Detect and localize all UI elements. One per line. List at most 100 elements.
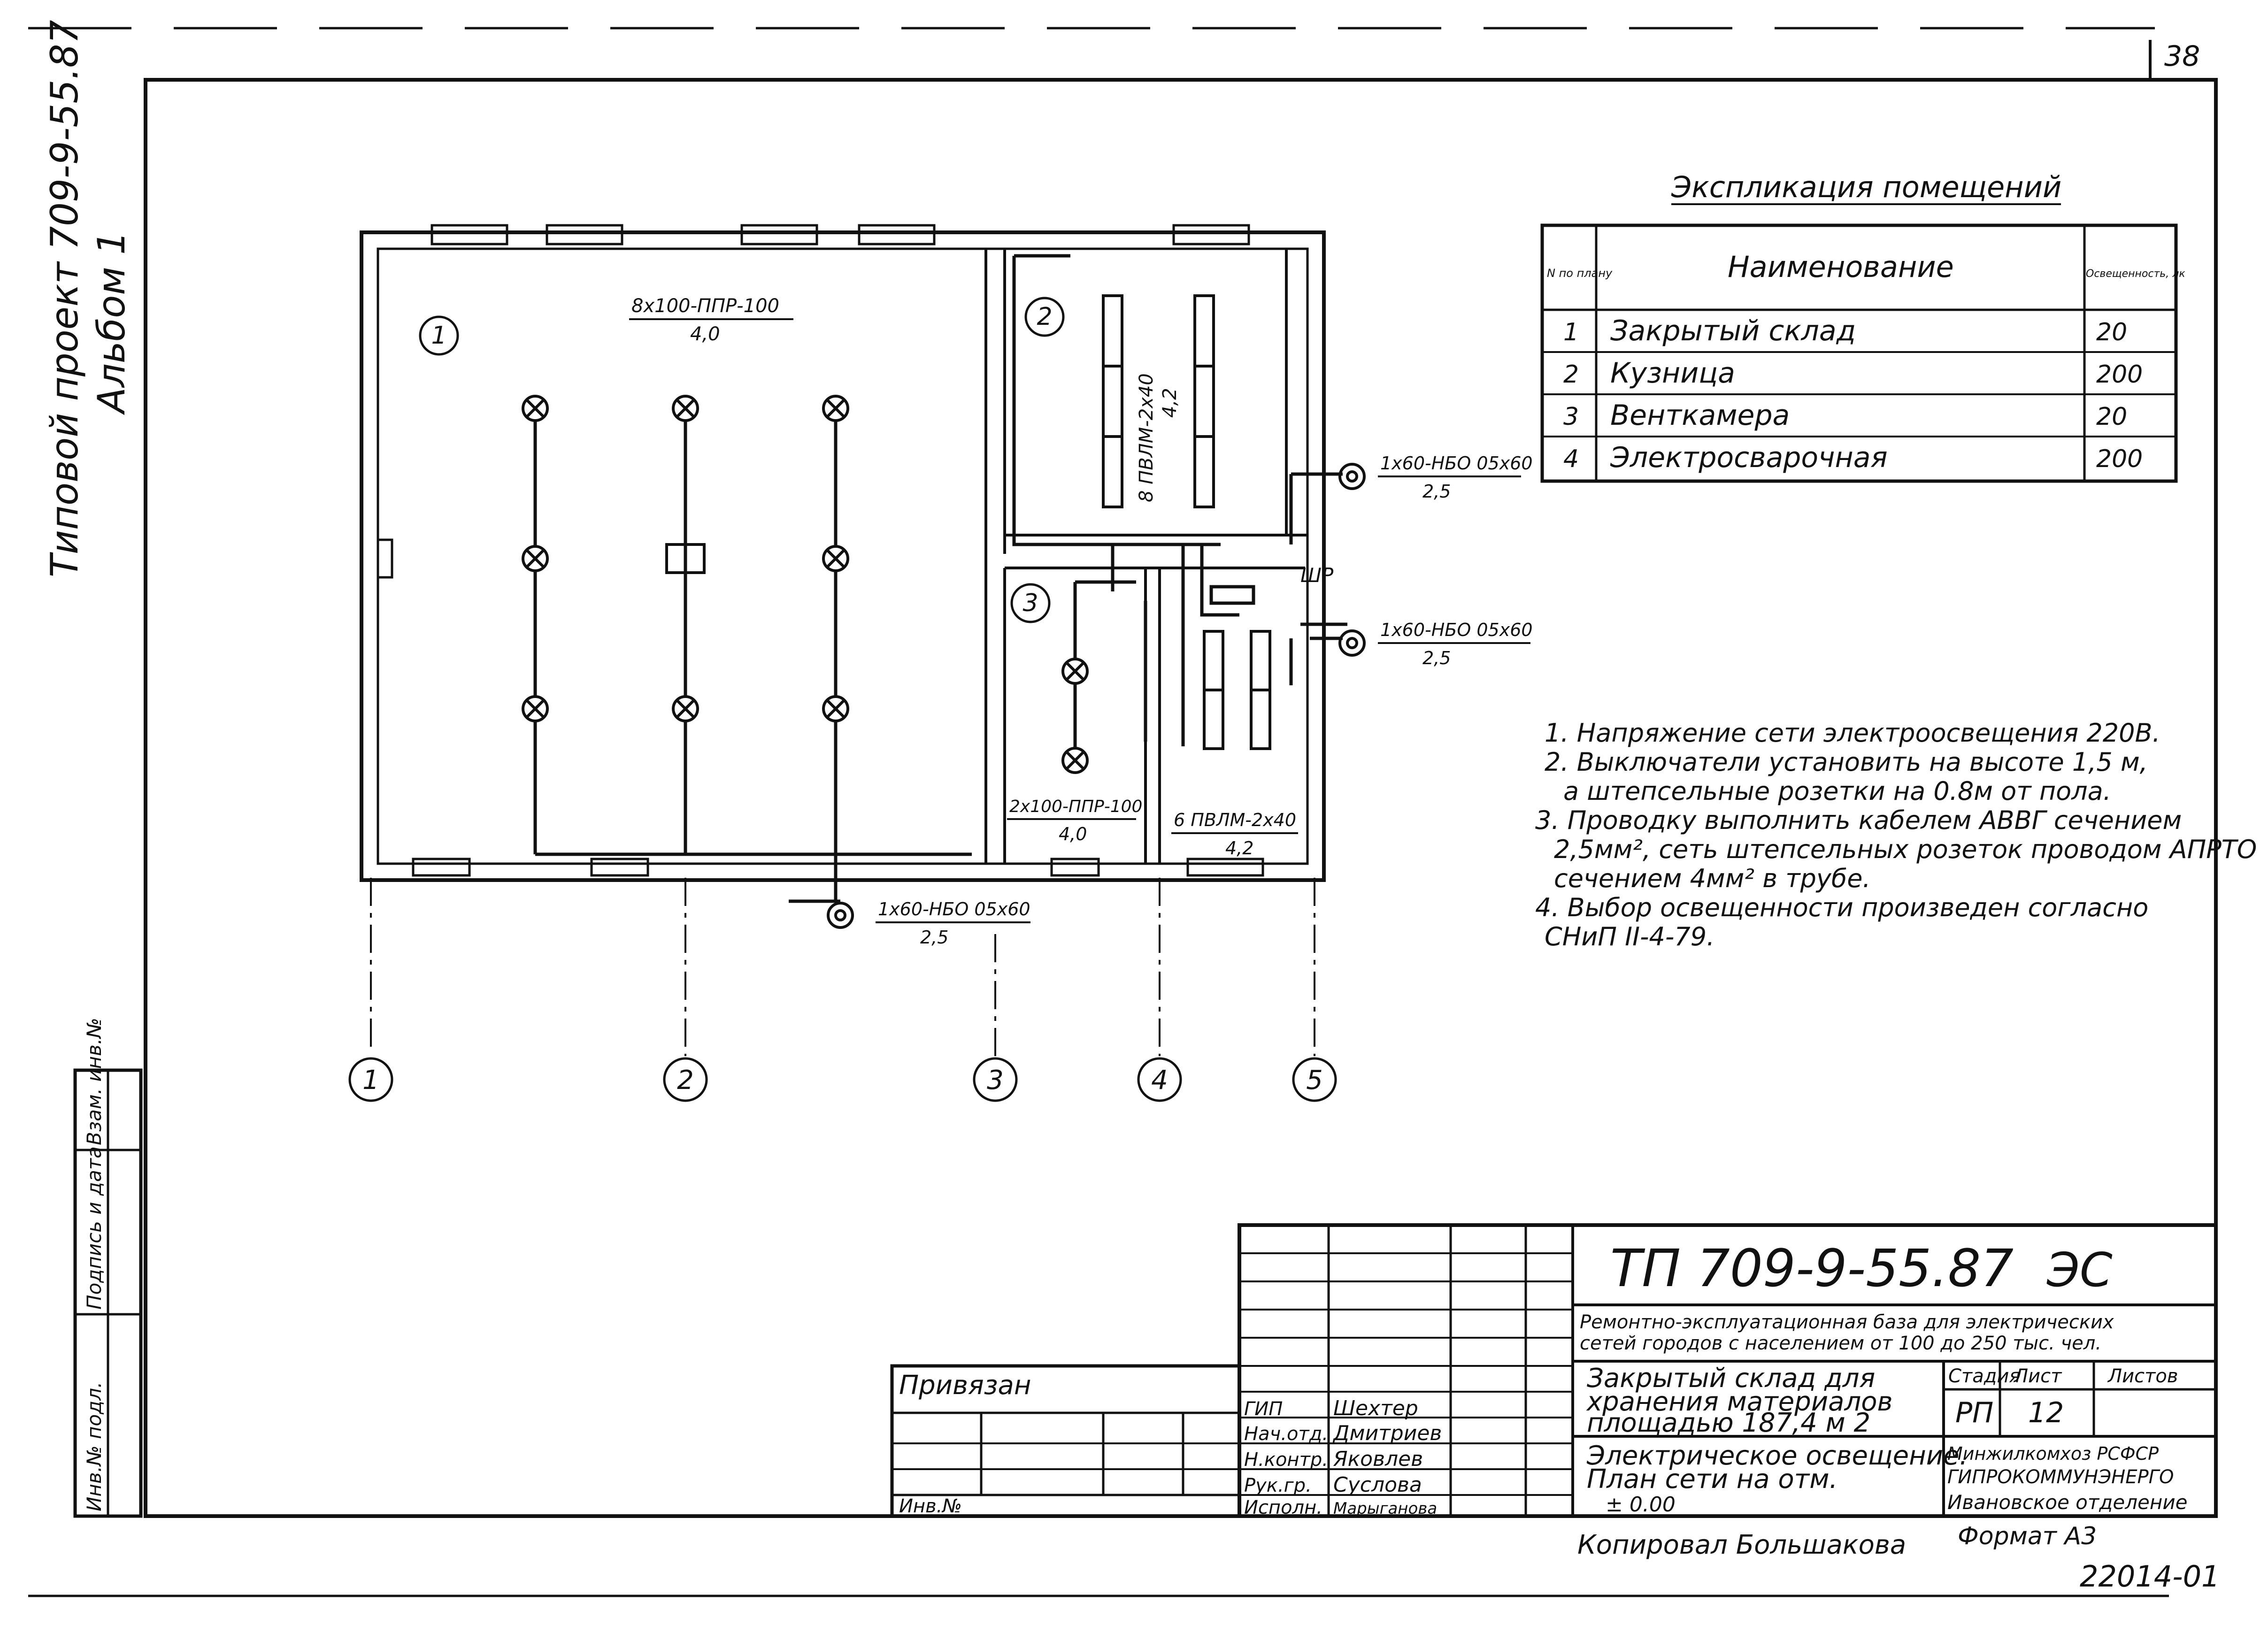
org-3: Ивановское отделение (1947, 1491, 2188, 1514)
role-4: Исполн. (1244, 1497, 1322, 1518)
incandescent-luminaire-icon (822, 395, 849, 422)
incandescent-luminaire-icon (822, 545, 849, 572)
plan-labels: 8x100-ППР-100 4,0 8 ПВЛМ-2х40 4,2 2x100-… (629, 295, 1533, 948)
explication-rows: 1 Закрытый склад 20 2 Кузница 200 3 Венткамера 2… (1563, 314, 2143, 474)
building-2: хранения материалов (1586, 1387, 1893, 1417)
explication-row-lux: 200 (2096, 445, 2143, 473)
explication-row-number: 3 (1563, 403, 1579, 431)
incandescent-luminaire-icon (1061, 658, 1089, 685)
panel-label: ШР (1300, 564, 1334, 587)
note-line: сечением 4мм² в трубе. (1554, 864, 1871, 893)
left-strip: Инв.№ подл. Подпись и дата Взам. инв.№ (73, 1018, 143, 1518)
bound-label: Привязан (899, 1370, 1031, 1401)
axis-1: 1 (362, 1065, 379, 1096)
axis-2: 2 (677, 1065, 694, 1096)
name-1: Дмитриев (1332, 1421, 1442, 1445)
explication-row-lux: 20 (2096, 403, 2127, 431)
room1-height-label: 4,0 (690, 323, 720, 345)
top-windows (412, 224, 1264, 877)
sheet-title-3: ± 0.00 (1606, 1493, 1676, 1517)
incandescent-luminaire-icon (822, 695, 849, 722)
explication-row-name: Венткамера (1610, 399, 1790, 432)
org-1: Минжилкомхоз РСФСР (1947, 1443, 2159, 1464)
sheet-title-1: Электрическое освещение. (1586, 1441, 1968, 1471)
explication-row-name: Закрытый склад (1610, 314, 1856, 347)
notes-block: 1. Напряжение сети электроосвещения 220В… (1535, 718, 2257, 951)
explication-header-n: N по плану (1547, 267, 1613, 280)
room4-height-label: 4,2 (1225, 838, 1253, 858)
section-mark: ЭС (2046, 1242, 2113, 1297)
strip-inv-podl: Инв.№ подл. (83, 1382, 106, 1511)
axis-4: 4 (1151, 1065, 1168, 1096)
outdoor-height-label-3: 2,5 (920, 927, 948, 948)
distribution-panel (1209, 585, 1255, 605)
doc-code: ТП 709-9-55.87 (1610, 1238, 2014, 1298)
room1-fixture-label: 8x100-ППР-100 (631, 295, 779, 317)
sheets-label: Листов (2107, 1365, 2178, 1387)
inv-label: Инв.№ (899, 1495, 962, 1517)
axis-5: 5 (1306, 1065, 1323, 1096)
strip-zam-inv: Взам. инв.№ (83, 1018, 106, 1145)
explication-row-lux: 200 (2096, 360, 2143, 389)
note-line: 4. Выбор освещенности произведен согласн… (1535, 893, 2148, 922)
note-line: 2. Выключатели установить на высоте 1,5 … (1545, 747, 2148, 777)
name-3: Суслова (1333, 1473, 1422, 1497)
luminaires-fluorescent (1102, 294, 1271, 750)
room-number-3: 3 (1023, 589, 1038, 617)
project-desc-1: Ремонтно-эксплуатационная база для элект… (1580, 1311, 2114, 1333)
project-desc-2: сетей городов с населением от 100 до 250… (1580, 1333, 2101, 1354)
outdoor-height-label-2: 2,5 (1422, 648, 1451, 668)
role-0: ГИП (1244, 1398, 1283, 1420)
incandescent-luminaire-icon (672, 395, 699, 422)
note-line: 2,5мм², сеть штепсельных розеток проводо… (1554, 835, 2257, 864)
room3-height-label: 4,0 (1059, 824, 1087, 844)
explication-row-name: Кузница (1610, 357, 1735, 390)
explication-title: Экспликация помещений (1671, 170, 2061, 204)
incandescent-luminaire-icon (522, 695, 549, 722)
luminaires-incandescent (522, 395, 1089, 774)
note-line: 3. Проводку выполнить кабелем АВВГ сечен… (1535, 805, 2182, 835)
outdoor-fixture-label-2: 1x60-НБО 05х60 (1380, 620, 1533, 640)
room-number-2: 2 (1037, 303, 1052, 331)
copied-by: Копировал Большакова (1577, 1530, 1906, 1560)
outdoor-fixture-label-3: 1x60-НБО 05х60 (878, 899, 1030, 920)
incandescent-luminaire-icon (522, 395, 549, 422)
note-line: 1. Напряжение сети электроосвещения 220В… (1545, 718, 2160, 748)
name-2: Яковлев (1333, 1447, 1423, 1471)
room-markers: 1 2 3 (419, 297, 1065, 623)
outdoor-fixture-label-1: 1x60-НБО 05х60 (1380, 453, 1533, 474)
room4-fixture-label: 6 ПВЛМ-2х40 (1174, 810, 1296, 830)
sheet-value: 12 (2028, 1396, 2064, 1429)
building-1: Закрытый склад для (1587, 1363, 1875, 1394)
outdoor-lamps (827, 463, 1366, 929)
side-title-project: Типовой проект 709-9-55.87 (43, 20, 86, 577)
note-line: СНиП II-4-79. (1545, 922, 1714, 951)
wiring (533, 254, 1347, 903)
note-line: а штепсельные розетки на 0.8м от пола. (1563, 776, 2111, 806)
axis-3: 3 (987, 1065, 1004, 1096)
outdoor-height-label-1: 2,5 (1422, 481, 1451, 502)
building-outline (360, 230, 1326, 882)
doc-number: 22014-01 (2080, 1559, 2220, 1594)
explication-row-number: 1 (1563, 318, 1579, 346)
name-0: Шехтер (1333, 1396, 1418, 1420)
explication-table: Экспликация помещений N по плану Наимено… (1540, 170, 2185, 483)
stage-label: Стадия (1948, 1365, 2020, 1387)
title-block: Привязан Инв.№ ГИП Шехтер Нач.отд. Дмитр… (890, 1223, 2218, 1518)
explication-header-lux: Освещенность, лк (2086, 268, 2185, 280)
explication-row-number: 2 (1563, 360, 1579, 389)
explication-row-number: 4 (1563, 445, 1579, 473)
building-3: площадью 187,4 м 2 (1587, 1408, 1870, 1438)
floor-plan (360, 224, 1326, 882)
role-2: Н.контр. (1244, 1449, 1328, 1471)
grid-axes: 1 2 3 4 5 (348, 878, 1337, 1102)
explication-header-name: Наименование (1728, 250, 1954, 284)
stage-value: РП (1955, 1396, 1993, 1429)
strip-signature: Подпись и дата (83, 1146, 106, 1310)
role-3: Рук.гр. (1244, 1475, 1312, 1496)
side-title-album: Альбом 1 (90, 231, 133, 415)
explication-row-name: Электросварочная (1610, 441, 1888, 474)
page-number: 38 (2164, 40, 2200, 73)
room2-height-label: 4,2 (1159, 388, 1181, 418)
